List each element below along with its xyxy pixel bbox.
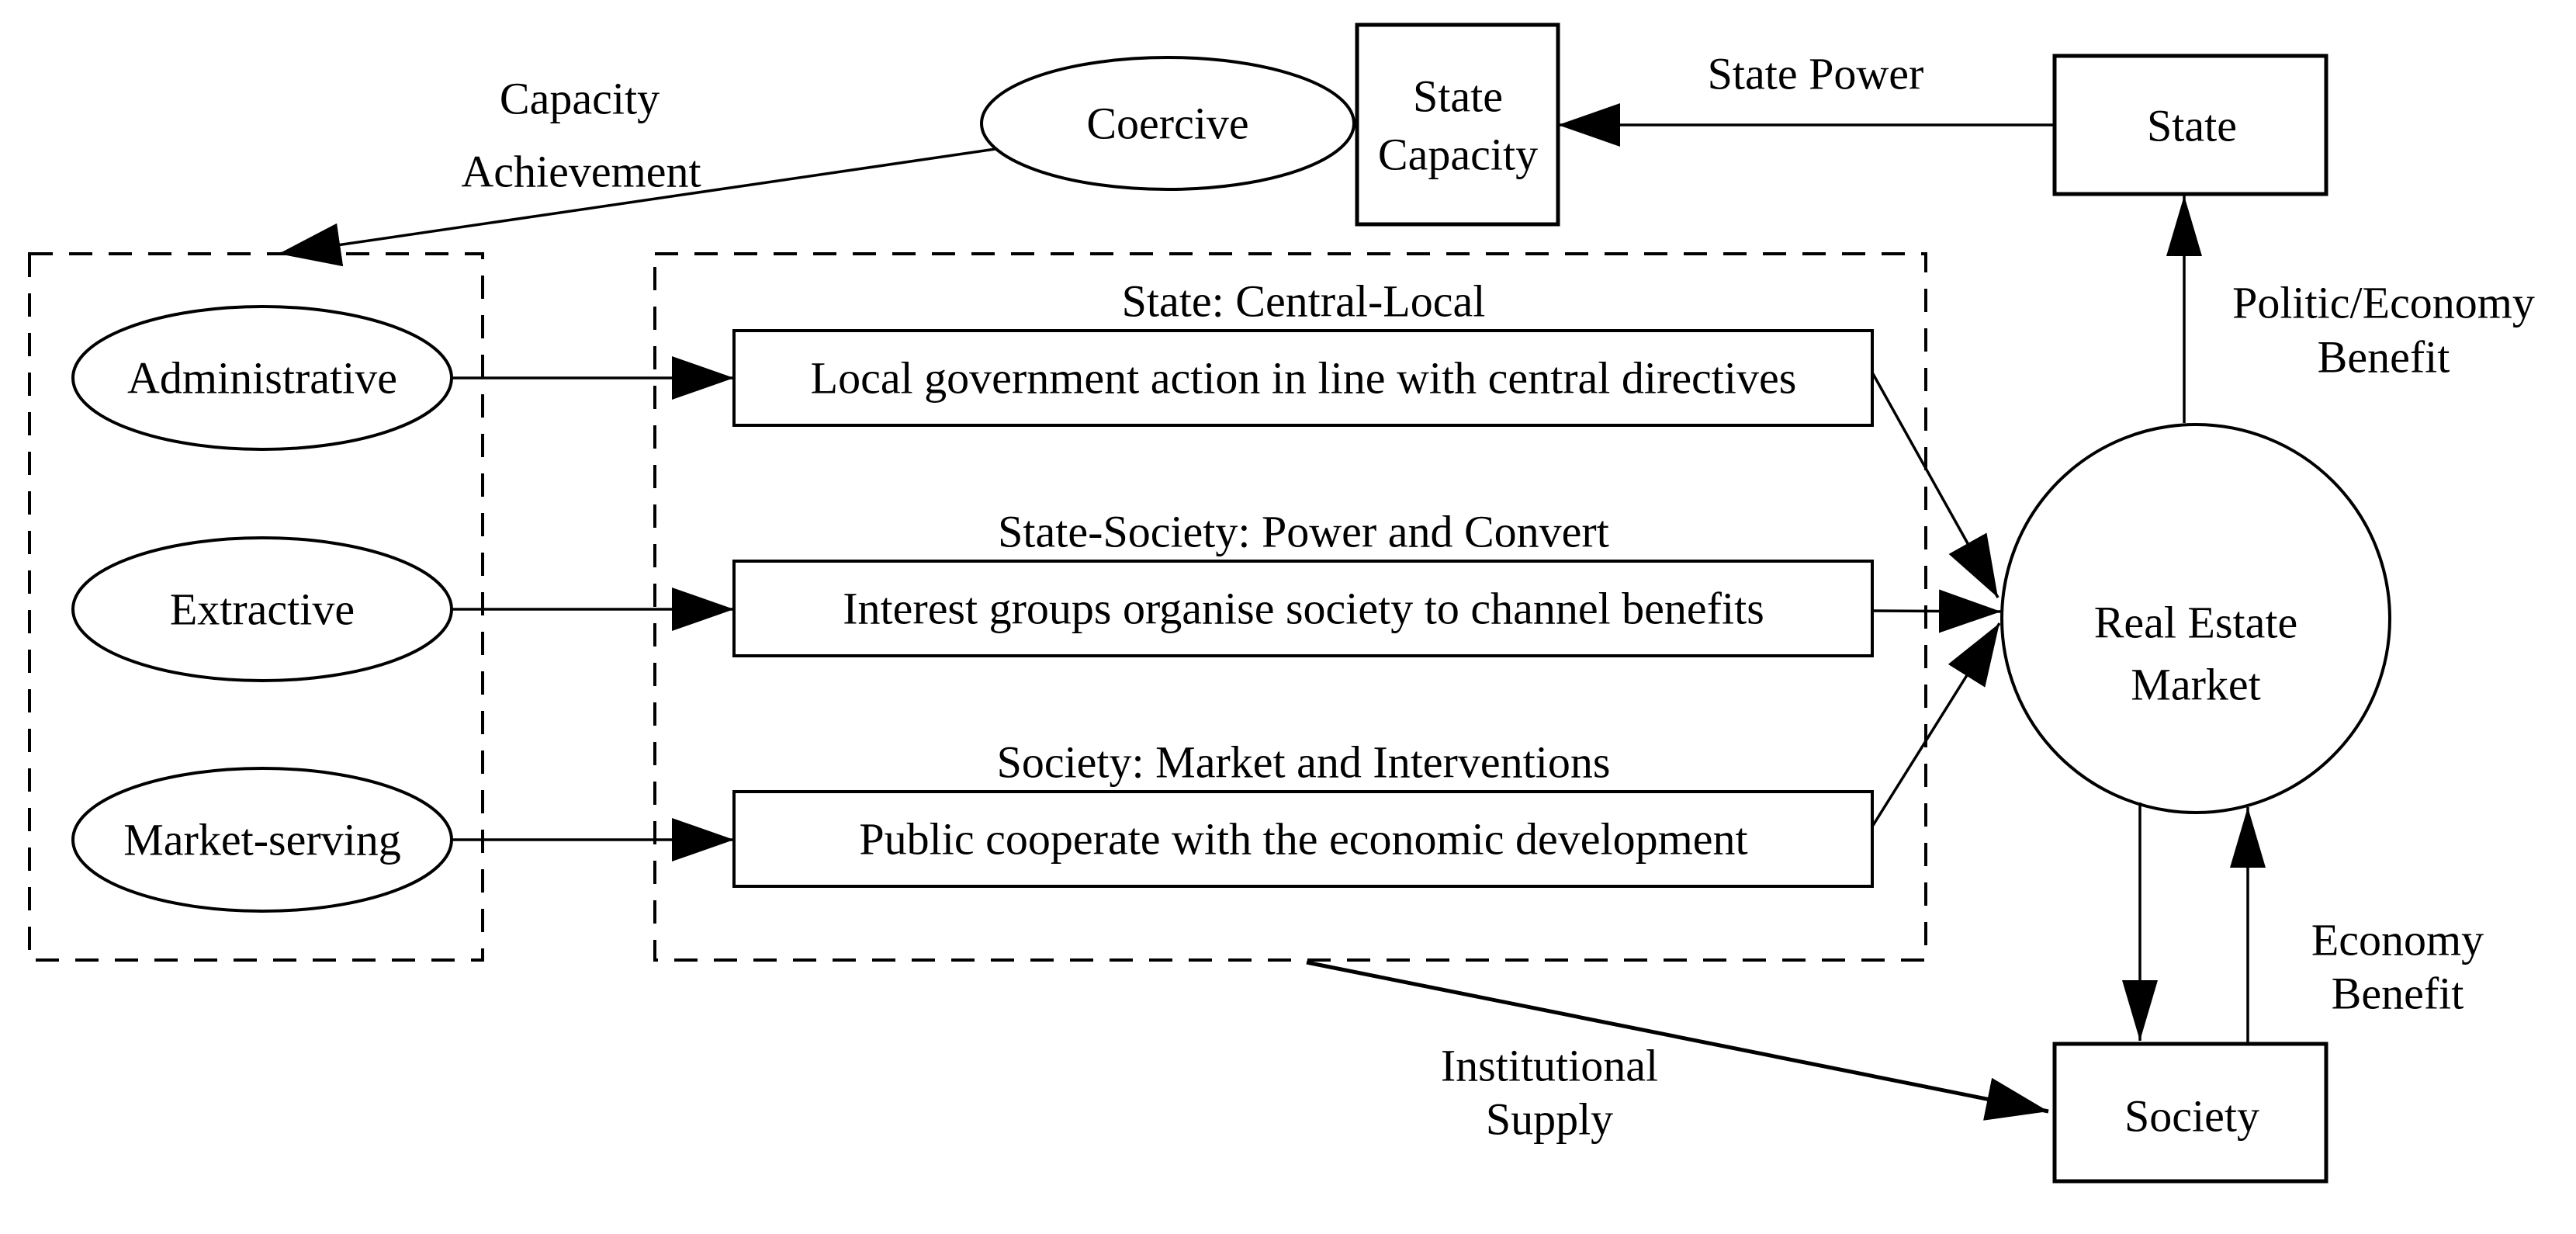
institutional-supply-label-line1: Institutional: [1441, 1041, 1658, 1091]
coercive-ellipse: [980, 56, 1356, 191]
edge-box1-to-market: [1871, 372, 2000, 598]
capacity-achievement-label-line2: Achievement: [461, 147, 701, 197]
mechanism3-body: Public cooperate with the economic devel…: [859, 814, 1747, 865]
edge-box3-to-market: [1871, 622, 2001, 827]
capabilities-dashed-group: [28, 252, 484, 962]
market-serving-label: Market-serving: [123, 815, 401, 865]
state-capacity-label-line1: State: [1413, 71, 1503, 122]
administrative-ellipse: [71, 305, 453, 451]
politic-economy-benefit-label-line1: Politic/Economy: [2232, 278, 2535, 328]
state-power-label: State Power: [1708, 49, 1924, 99]
economy-benefit-label-line1: Economy: [2311, 915, 2484, 965]
mechanism2-heading: State-Society: Power and Convert: [998, 507, 1609, 557]
mechanism2-body: Interest groups organise society to chan…: [843, 584, 1764, 634]
real-estate-market-label-line2: Market: [2131, 660, 2261, 710]
economy-benefit-label-line2: Benefit: [2332, 969, 2464, 1019]
society-box: [2052, 1042, 2328, 1184]
coercive-label: Coercive: [1086, 99, 1248, 149]
real-estate-market-label-line1: Real Estate: [2094, 598, 2298, 648]
edge-box2-to-market: [1871, 589, 2002, 633]
state-capacity-label-line2: Capacity: [1378, 130, 1538, 180]
mechanism2-box: [732, 560, 1874, 657]
society-label: Society: [2124, 1091, 2259, 1142]
capacity-achievement-label-line1: Capacity: [500, 74, 660, 124]
real-estate-market-circle: [2000, 423, 2391, 814]
market-serving-ellipse: [71, 767, 453, 913]
mechanism3-heading: Society: Market and Interventions: [997, 737, 1611, 788]
politic-economy-benefit-label-line2: Benefit: [2318, 332, 2450, 383]
state-label: State: [2147, 101, 2237, 151]
institutional-supply-label-line2: Supply: [1486, 1094, 1613, 1145]
extractive-ellipse: [71, 536, 453, 682]
edge-mechanisms-to-society: [1306, 960, 2049, 1121]
mechanisms-dashed-group: [653, 252, 1927, 962]
mechanism1-box: [732, 329, 1874, 427]
extractive-label: Extractive: [170, 584, 355, 635]
edge-coercive-to-capabilities: [278, 147, 996, 267]
state-capacity-box: [1355, 23, 1560, 227]
mechanism3-box: [732, 790, 1874, 888]
mechanism1-heading: State: Central-Local: [1122, 276, 1486, 327]
administrative-label: Administrative: [127, 353, 397, 404]
state-box: [2052, 54, 2328, 196]
mechanism1-body: Local government action in line with cen…: [811, 353, 1797, 404]
